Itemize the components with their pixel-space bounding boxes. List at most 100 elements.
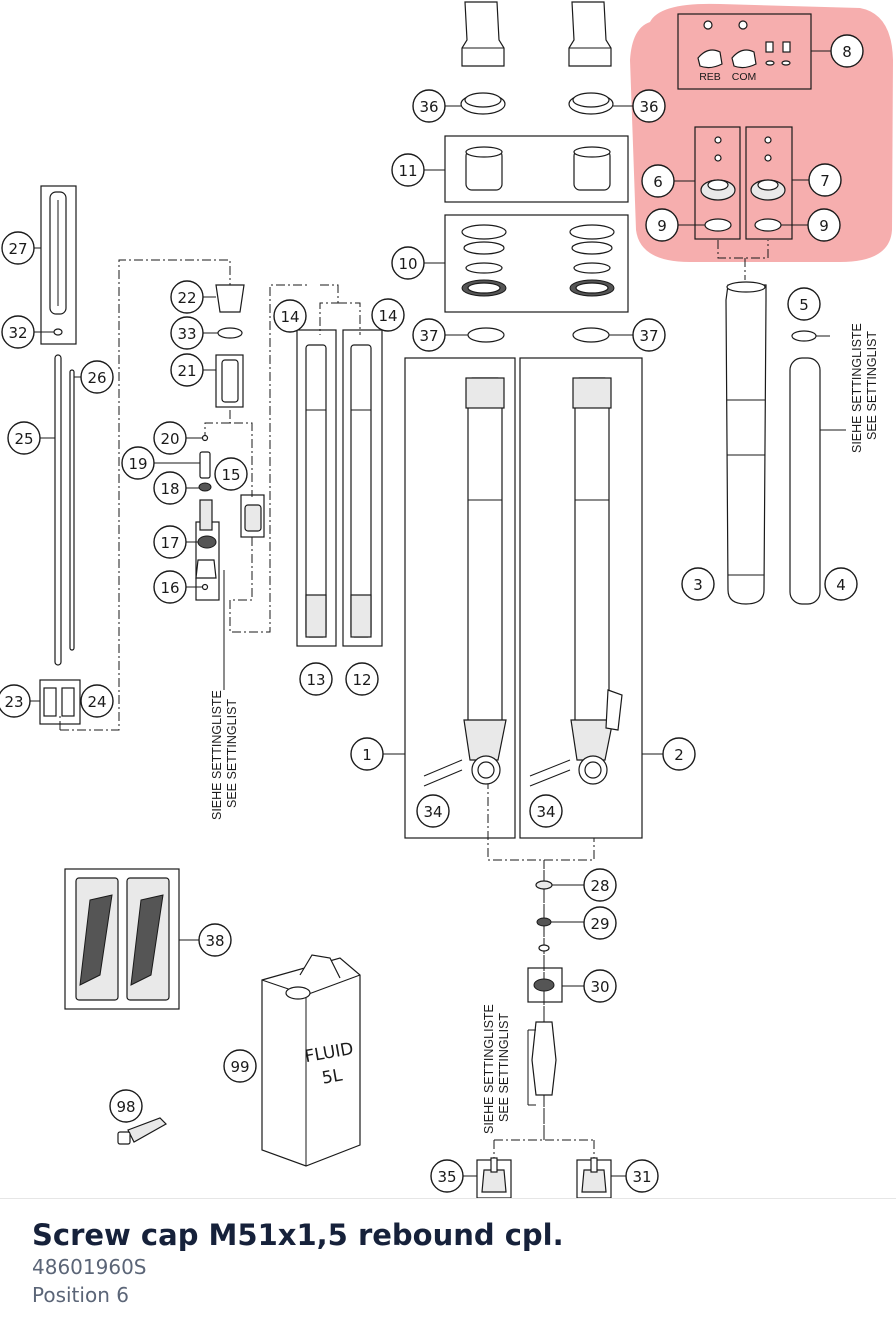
spring-4 [789,357,821,605]
callout-23[interactable]: 23 [0,684,31,718]
callout-number: 14 [378,307,397,325]
callout-circle [787,287,821,321]
callout-30[interactable]: 30 [583,969,617,1003]
callout-circle [412,89,446,123]
callout-15[interactable]: 15 [214,457,248,491]
callout-29[interactable]: 29 [583,906,617,940]
callout-18[interactable]: 18 [153,471,187,505]
callout-13[interactable]: 13 [299,662,333,696]
callout-9[interactable]: 9 [645,208,679,242]
callout-number: 10 [398,255,417,273]
callout-38[interactable]: 38 [198,923,232,957]
callout-number: 12 [352,671,371,689]
callout-16[interactable]: 16 [153,570,187,604]
part-info-panel: Screw cap M51x1,5 rebound cpl. 48601960S… [0,1198,896,1335]
callout-circle [80,684,114,718]
callout-35[interactable]: 35 [430,1159,464,1193]
part-name: Screw cap M51x1,5 rebound cpl. [32,1218,564,1252]
callout-1[interactable]: 1 [350,737,384,771]
callout-20[interactable]: 20 [153,421,187,455]
callout-32[interactable]: 32 [1,315,35,349]
callout-11[interactable]: 11 [391,153,425,187]
callout-14[interactable]: 14 [273,299,307,333]
callout-number: 36 [639,98,658,116]
callout-number: 3 [693,576,703,594]
callout-number: 7 [820,172,830,190]
callout-number: 31 [632,1168,651,1186]
callout-3[interactable]: 3 [681,567,715,601]
callout-circle [7,421,41,455]
callout-7[interactable]: 7 [808,163,842,197]
callout-circle [430,1159,464,1193]
callout-circle [681,567,715,601]
callout-36[interactable]: 36 [632,89,666,123]
callout-circle [109,1089,143,1123]
callout-circle [350,737,384,771]
callout-10[interactable]: 10 [391,246,425,280]
callout-37[interactable]: 37 [412,318,446,352]
callout-number: 30 [590,978,609,996]
callout-number: 8 [842,43,852,61]
callout-34[interactable]: 34 [416,794,450,828]
callout-number: 29 [590,915,609,933]
callout-circle [391,246,425,280]
callout-34[interactable]: 34 [529,794,563,828]
connection-lines [59,240,769,1160]
callout-31[interactable]: 31 [625,1159,659,1193]
callout-37[interactable]: 37 [632,318,666,352]
leader-lines [30,50,846,1177]
callout-6[interactable]: 6 [641,164,675,198]
callout-number: 4 [836,576,846,594]
setting-note-bottom-en: SEE SETTINGLIST [497,1013,511,1122]
callout-14[interactable]: 14 [371,298,405,332]
callout-number: 18 [160,480,179,498]
callout-circle [1,315,35,349]
fluid-label-line2: 5L [320,1065,344,1088]
callout-17[interactable]: 17 [153,525,187,559]
callout-27[interactable]: 27 [1,231,35,265]
callout-19[interactable]: 19 [121,446,155,480]
callout-circle [170,280,204,314]
callout-number: 28 [590,877,609,895]
callout-4[interactable]: 4 [824,567,858,601]
callout-24[interactable]: 24 [80,684,114,718]
callout-number: 98 [116,1098,135,1116]
callout-circle [416,794,450,828]
callout-circle [1,231,35,265]
callout-22[interactable]: 22 [170,280,204,314]
callout-circle [632,318,666,352]
callout-circle [153,525,187,559]
callout-number: 19 [128,455,147,473]
callout-25[interactable]: 25 [7,421,41,455]
callout-21[interactable]: 21 [170,353,204,387]
callout-number: 6 [653,173,663,191]
callout-number: 23 [4,693,23,711]
callout-number: 22 [177,289,196,307]
callout-12[interactable]: 12 [345,662,379,696]
callout-26[interactable]: 26 [80,360,114,394]
callout-circle [529,794,563,828]
callout-98[interactable]: 98 [109,1089,143,1123]
callout-number: 20 [160,430,179,448]
callout-28[interactable]: 28 [583,868,617,902]
callout-number: 2 [674,746,684,764]
callout-circle [583,969,617,1003]
callout-circle [198,923,232,957]
callout-2[interactable]: 2 [662,737,696,771]
callout-number: 37 [639,327,658,345]
callout-number: 32 [8,324,27,342]
callout-5[interactable]: 5 [787,287,821,321]
callout-number: 34 [536,803,555,821]
callout-number: 16 [160,579,179,597]
setting-note-right-en: SEE SETTINGLIST [865,331,879,440]
callout-9[interactable]: 9 [807,208,841,242]
callout-8[interactable]: 8 [830,34,864,68]
callout-99[interactable]: 99 [223,1049,257,1083]
callout-36[interactable]: 36 [412,89,446,123]
callout-number: 36 [419,98,438,116]
callout-33[interactable]: 33 [170,316,204,350]
group-boxes [39,13,812,1198]
setting-note-left-de: SIEHE SETTINGLISTE [210,690,224,820]
callout-circle [824,567,858,601]
